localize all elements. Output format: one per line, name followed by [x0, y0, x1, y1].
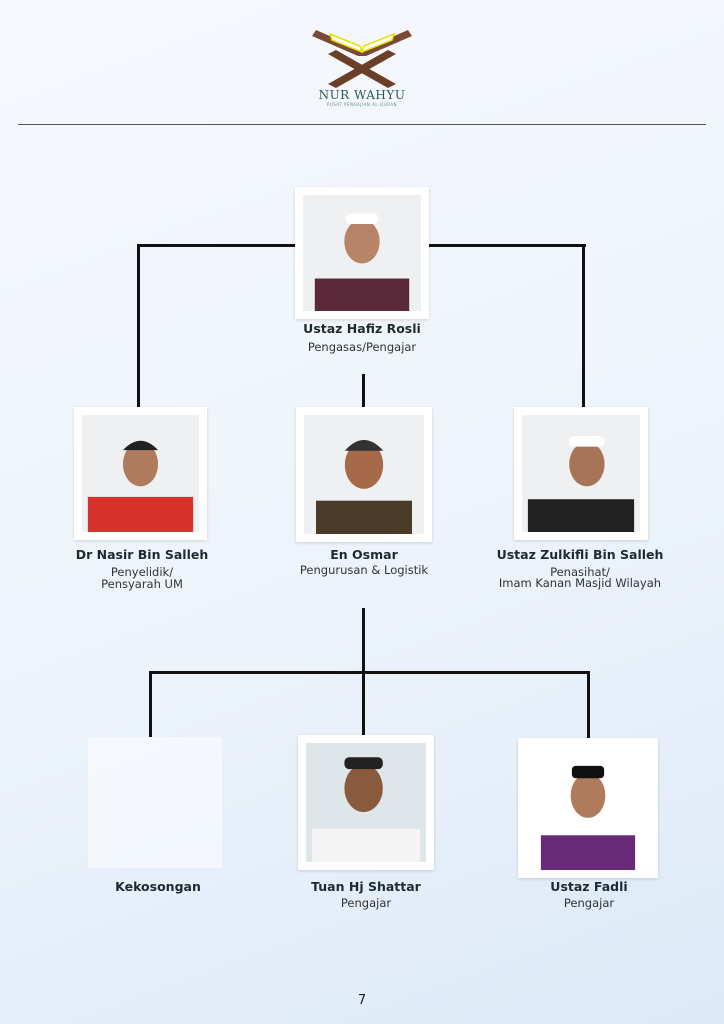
connector — [137, 244, 140, 408]
member-role: Penasihat/ — [550, 565, 610, 579]
member-photo — [514, 407, 648, 540]
member-name: Dr Nasir Bin Salleh — [75, 547, 209, 562]
member-role: Imam Kanan Masjid Wilayah — [498, 576, 662, 590]
connector — [362, 374, 365, 408]
member-name: Kekosongan — [115, 879, 201, 894]
member-name: Tuan Hj Shattar — [311, 879, 421, 894]
logo-title: NUR WAHYU — [318, 88, 406, 102]
member-photo — [295, 187, 429, 319]
member-name: Ustaz Fadli — [550, 879, 628, 894]
member-role: Pengajar — [340, 896, 392, 910]
connector — [149, 671, 590, 674]
member-role: Pensyarah UM — [101, 577, 183, 591]
logo-subtitle: PUSAT PENGAJIAN AL-QURAN — [326, 102, 398, 107]
header-divider — [18, 124, 706, 125]
connector — [149, 671, 152, 737]
page-number: 7 — [357, 993, 367, 1008]
member-photo — [296, 407, 432, 542]
logo — [308, 26, 416, 88]
member-photo — [518, 738, 658, 878]
member-name: En Osmar — [330, 547, 398, 562]
member-role: Pengurusan & Logistik — [299, 563, 429, 577]
connector — [587, 671, 590, 739]
member-role: Pengasas/Pengajar — [307, 340, 417, 354]
member-role: Pengajar — [563, 896, 615, 910]
quran-stand-icon — [312, 30, 412, 88]
member-photo — [298, 735, 434, 870]
member-name: Ustaz Hafiz Rosli — [303, 321, 421, 336]
member-role: Penyelidik/ — [110, 565, 174, 579]
connector — [582, 244, 585, 408]
member-photo — [74, 407, 207, 540]
vacant-photo-placeholder — [88, 737, 222, 868]
member-name: Ustaz Zulkifli Bin Salleh — [496, 547, 664, 562]
